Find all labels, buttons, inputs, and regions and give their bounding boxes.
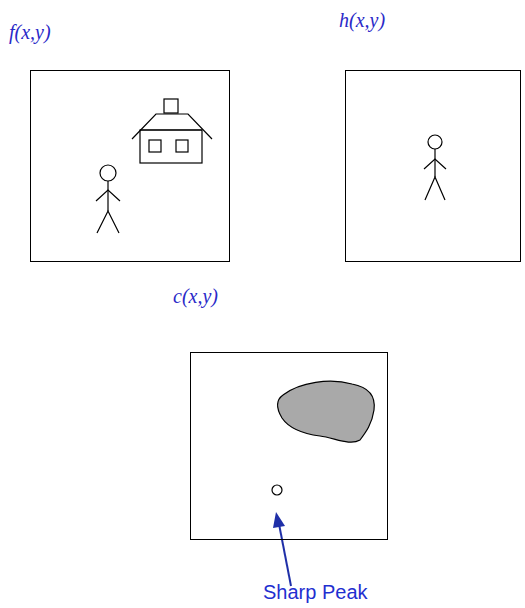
image-frame: h(x,y) <box>345 70 521 262</box>
image-frame: f(x,y) <box>30 70 230 262</box>
function-label: c(x,y) <box>173 285 218 308</box>
person-body <box>107 181 108 211</box>
person-arms <box>424 159 446 169</box>
function-label: f(x,y) <box>9 21 51 44</box>
image-frame: c(x,y) <box>190 352 388 540</box>
person-legs <box>425 177 445 200</box>
person-head <box>428 135 442 149</box>
house-eave <box>140 129 202 130</box>
house-window <box>176 140 188 152</box>
annotation-label: Sharp Peak <box>263 581 368 604</box>
house-wall <box>140 130 202 163</box>
house-chimney <box>164 99 178 113</box>
person-head <box>100 165 116 181</box>
person-body <box>434 149 435 177</box>
house-window <box>149 140 161 152</box>
person-legs <box>97 211 119 233</box>
broad-response-blob <box>278 381 375 442</box>
leader-arrow <box>279 524 291 586</box>
sharp-peak-dot <box>272 485 282 495</box>
function-label: h(x,y) <box>339 9 385 32</box>
house-roof <box>132 114 212 139</box>
person-arms <box>96 190 120 201</box>
leader-arrowhead <box>273 512 285 528</box>
